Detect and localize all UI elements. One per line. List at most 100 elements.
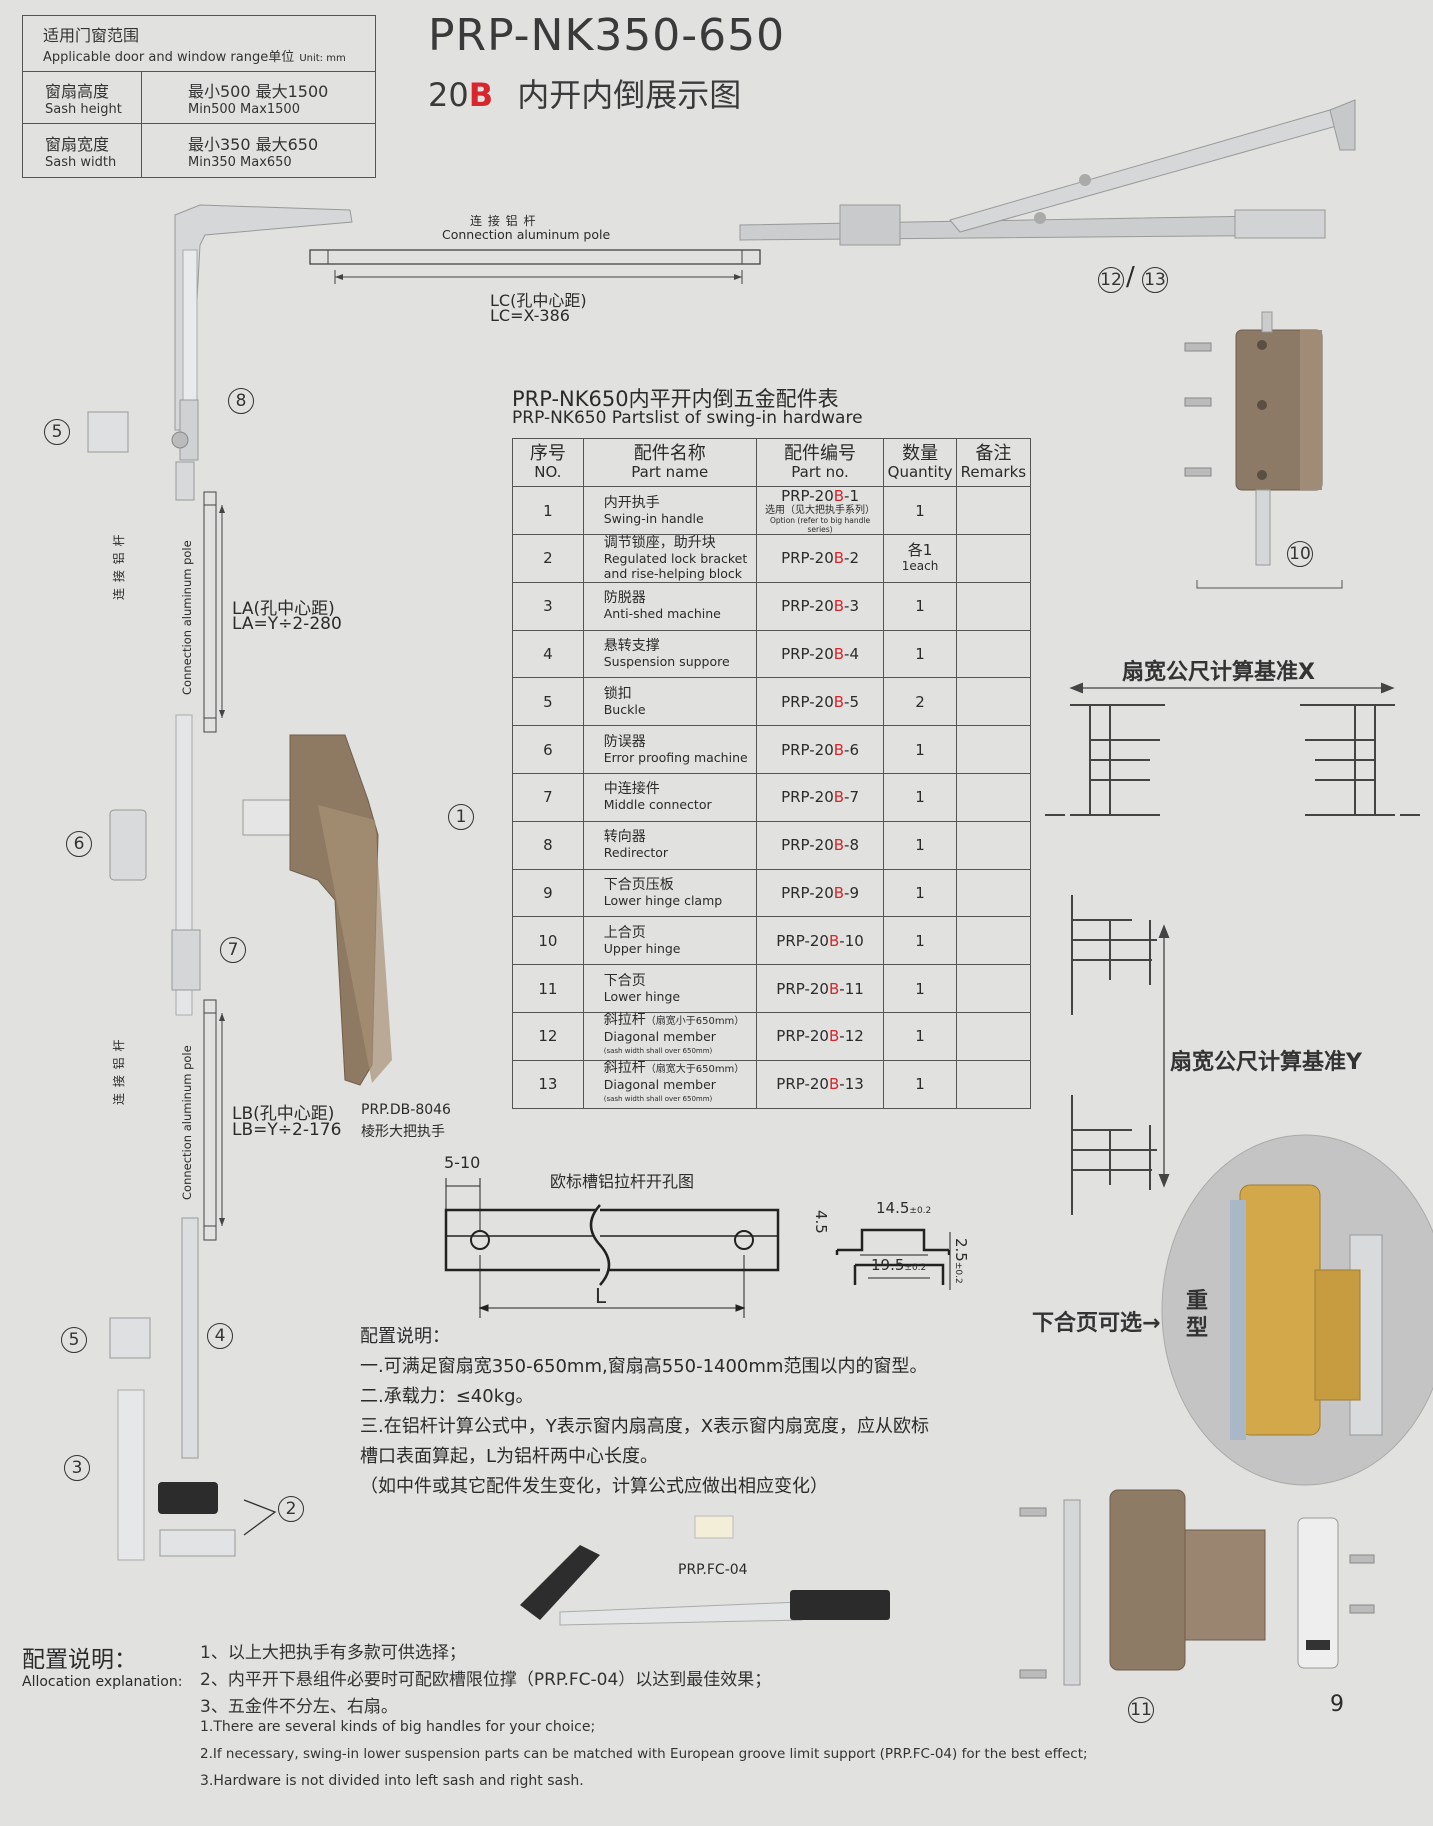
sash-width-label: 窗扇宽度 Sash width: [45, 131, 116, 170]
cell-quantity: 1: [883, 916, 957, 966]
page-title: PRP-NK350-650: [428, 10, 786, 61]
part-no-suffix: -13: [839, 1075, 864, 1094]
part-name-cn: 下合页: [603, 972, 646, 989]
top-pole-label-cn: 连 接 铝 杆: [470, 214, 537, 228]
part-no-note: 选用（见大把执手系列）: [765, 505, 876, 516]
lower-hardware-strip: [109, 1217, 277, 1561]
swing-in-handle-image: [242, 734, 392, 1086]
part-name-en: Buckle: [603, 701, 646, 717]
cell-no: 1: [512, 486, 584, 535]
part-qty: 2: [915, 692, 925, 711]
top-pole-label-en: Connection aluminum pole: [442, 227, 611, 242]
part-name-en: Lower hinge: [603, 988, 681, 1004]
part-name-cn: 上合页: [603, 924, 646, 941]
part-no-suffix: -9: [844, 883, 860, 902]
part-qty: 1: [915, 883, 925, 902]
cell-quantity: 1: [883, 868, 957, 918]
cell-quantity: 1: [883, 772, 957, 822]
profile-x-drawing: [1045, 682, 1420, 816]
cell-part-name: 斜拉杆（扇宽大于650mm）Diagonal member(sash width…: [582, 1059, 757, 1109]
lb-label: LB(孔中心距): [232, 1104, 335, 1124]
part-name-en2: and rise-helping block: [603, 565, 743, 581]
cell-no: 8: [512, 820, 584, 870]
part-qty: 1: [915, 1027, 925, 1046]
header-en: NO.: [534, 462, 562, 481]
dim-2-5-value: 2.5: [952, 1238, 970, 1262]
callout-5-top: 5: [44, 419, 70, 445]
part-no-letter: B: [833, 740, 845, 759]
profile-y-label: 扇宽公尺计算基准Y: [1170, 1050, 1362, 1075]
cell-quantity: 1: [883, 581, 957, 631]
callout-4: 4: [207, 1323, 233, 1349]
fc04-image: [520, 1515, 890, 1626]
cell-part-no: PRP-20B-5: [755, 677, 885, 727]
part-no-prefix: PRP-20: [776, 1027, 829, 1046]
part-no-prefix: PRP-20: [776, 931, 829, 950]
sash-width-value-en: Min350 Max650: [188, 155, 292, 170]
lb-pole-label-cn: 连 接 铝 杆: [112, 1038, 126, 1105]
cell-quantity: 2: [883, 677, 957, 727]
allocation-line-cn: 2、内平开下悬组件必要时可配欧槽限位撑（PRP.FC-04）以达到最佳效果；: [200, 1670, 772, 1690]
config-notes-heading: 配置说明：: [360, 1326, 450, 1347]
cell-quantity: 1: [883, 1059, 957, 1109]
cell-part-name: 斜拉杆（扇宽小于650mm）Diagonal member(sash width…: [582, 1011, 757, 1061]
part-name-cn: 调节锁座，助升块: [603, 534, 716, 551]
part-no-prefix: PRP-20: [781, 549, 834, 568]
la-formula: LA=Y÷2-280: [232, 614, 342, 634]
code-letter: B: [468, 76, 494, 114]
part-no-suffix: -1: [844, 487, 860, 505]
lc-label: LC(孔中心距): [490, 291, 587, 310]
cell-remarks: [955, 964, 1032, 1013]
part-no-letter: B: [833, 788, 845, 807]
part-no-suffix: -5: [844, 692, 860, 711]
part-name-cn: 斜拉杆: [603, 1060, 646, 1077]
lb-pole-label-en: Connection aluminum pole: [180, 1045, 194, 1200]
sash-height-label-cn: 窗扇高度: [45, 82, 110, 101]
part-no-letter: B: [833, 597, 845, 616]
part-name-en: Upper hinge: [603, 940, 681, 956]
page-subtitle: 20B 内开内倒展示图: [428, 70, 741, 116]
allocation-line-en: 3.Hardware is not divided into left sash…: [200, 1773, 584, 1789]
callout-slash: /: [1126, 262, 1135, 292]
error-proofing-image: [109, 809, 147, 881]
cell-remarks: [955, 772, 1032, 822]
part-name-en: Lower hinge clamp: [603, 892, 723, 908]
groove-drawing: [444, 1178, 780, 1318]
sash-width-label-cn: 窗扇宽度: [45, 135, 110, 154]
subtitle-text: 内开内倒展示图: [517, 76, 742, 114]
cell-part-no: PRP-20B-4: [755, 629, 885, 679]
callout-6: 6: [66, 831, 92, 857]
part-name-tiny: (sash width shall over 650mm): [603, 1047, 713, 1056]
range-unit-en: Unit: mm: [299, 53, 346, 64]
part-no-letter: B: [828, 931, 840, 950]
la-pole-label-en: Connection aluminum pole: [180, 540, 194, 695]
cell-part-no: PRP-20B-9: [755, 868, 885, 918]
allocation-line-en: 1.There are several kinds of big handles…: [200, 1719, 596, 1735]
heavy-lower-hinge-image: [1161, 1134, 1433, 1486]
part-qty: 1: [915, 1075, 925, 1094]
cell-remarks: [955, 581, 1032, 631]
part-name-cn: 转向器: [603, 829, 646, 846]
sash-height-label-en: Sash height: [45, 102, 122, 117]
cell-remarks: [955, 916, 1032, 966]
range-header-en: Applicable door and window range单位 Unit:…: [43, 46, 346, 65]
part-name-cn: 锁扣: [603, 685, 632, 702]
cell-remarks: [955, 677, 1032, 727]
cell-part-no: PRP-20B-11: [755, 964, 885, 1013]
section-drawing: [835, 1228, 951, 1290]
cell-no: 12: [512, 1011, 584, 1061]
